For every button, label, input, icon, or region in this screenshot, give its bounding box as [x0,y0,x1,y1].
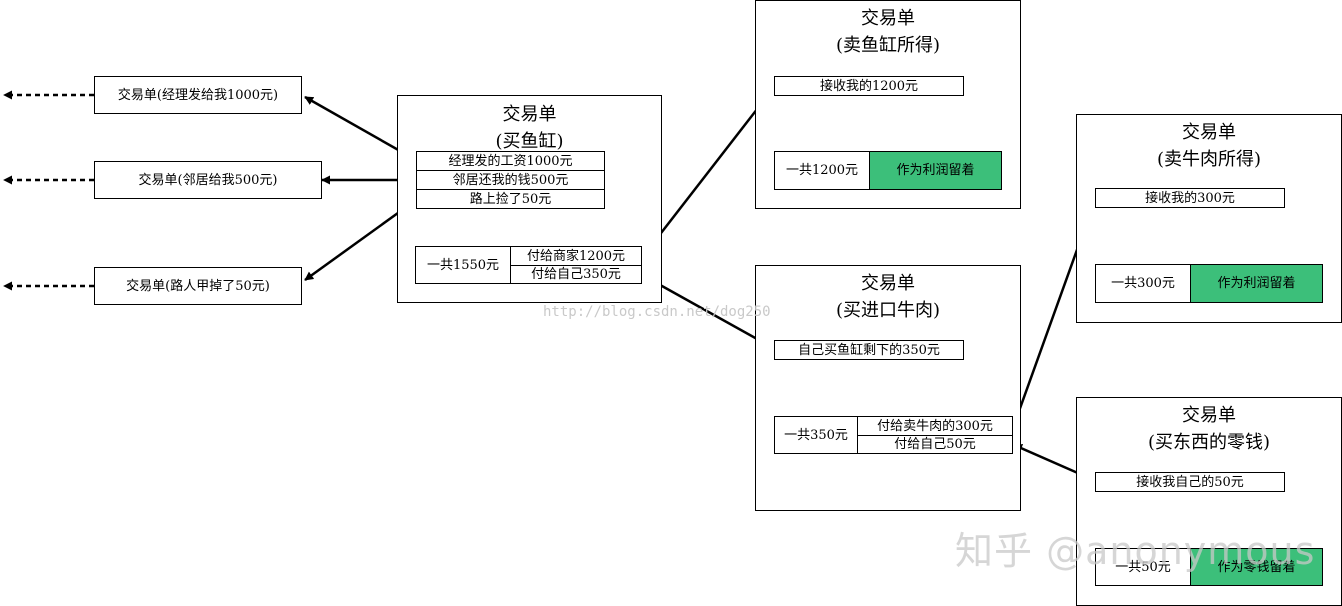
sell-beef-output: 作为利润留着 [1190,264,1323,303]
center-output-self: 付给自己350元 [510,265,642,284]
slip-title-line2: (买鱼缸) [495,131,564,152]
slip-buy-imported-beef: 交易单 (买进口牛肉) [755,265,1021,511]
buy-beef-input: 自己买鱼缸剩下的350元 [774,340,964,360]
sell-fish-tank-output: 作为利润留着 [869,151,1002,190]
slip-title: 交易单 (卖牛肉所得) [1077,119,1341,173]
slip-title-line1: 交易单 [1182,405,1236,426]
left-slip-salary: 交易单(经理发给我1000元) [94,76,302,114]
slip-title-line1: 交易单 [861,273,915,294]
buy-beef-output-self: 付给自己50元 [857,435,1013,454]
zhihu-watermark: 知乎 @anonymous [955,529,1316,573]
slip-title-line1: 交易单 [502,104,557,125]
buy-beef-total: 一共350元 [774,416,858,454]
slip-title-line2: (卖牛肉所得) [1156,149,1262,170]
center-input-found: 路上捡了50元 [416,189,605,209]
slip-title-line2: (买进口牛肉) [835,300,941,321]
slip-title-line2: (买东西的零钱) [1147,432,1271,453]
buy-beef-output-seller: 付给卖牛肉的300元 [857,416,1013,436]
sell-fish-tank-input: 接收我的1200元 [774,76,964,96]
center-output-merchant: 付给商家1200元 [510,246,642,266]
change-input: 接收我自己的50元 [1095,472,1285,492]
arrow-1200 [643,85,776,256]
left-slip-passerby: 交易单(路人甲掉了50元) [94,267,302,305]
left-slip-neighbor: 交易单(邻居给我500元) [94,161,322,199]
sell-beef-input: 接收我的300元 [1095,188,1285,208]
center-total: 一共1550元 [415,246,511,284]
slip-title: 交易单 (卖鱼缸所得) [756,5,1020,59]
slip-title: 交易单 (买进口牛肉) [756,270,1020,324]
arrow-350 [643,274,776,351]
slip-title: 交易单 (买鱼缸) [398,101,661,155]
slip-title-line2: (卖鱼缸所得) [835,35,941,56]
blog-url-watermark: http://blog.csdn.net/dog250 [543,304,771,320]
slip-title: 交易单 (买东西的零钱) [1077,402,1341,456]
slip-title-line1: 交易单 [861,8,915,29]
sell-fish-tank-total: 一共1200元 [774,151,870,190]
sell-beef-total: 一共300元 [1095,264,1191,303]
center-input-salary: 经理发的工资1000元 [416,151,605,171]
change-output: 作为零钱留着 [1190,548,1323,586]
change-total: 一共50元 [1095,548,1191,586]
slip-title-line1: 交易单 [1182,122,1236,143]
center-input-neighbor: 邻居还我的钱500元 [416,170,605,190]
